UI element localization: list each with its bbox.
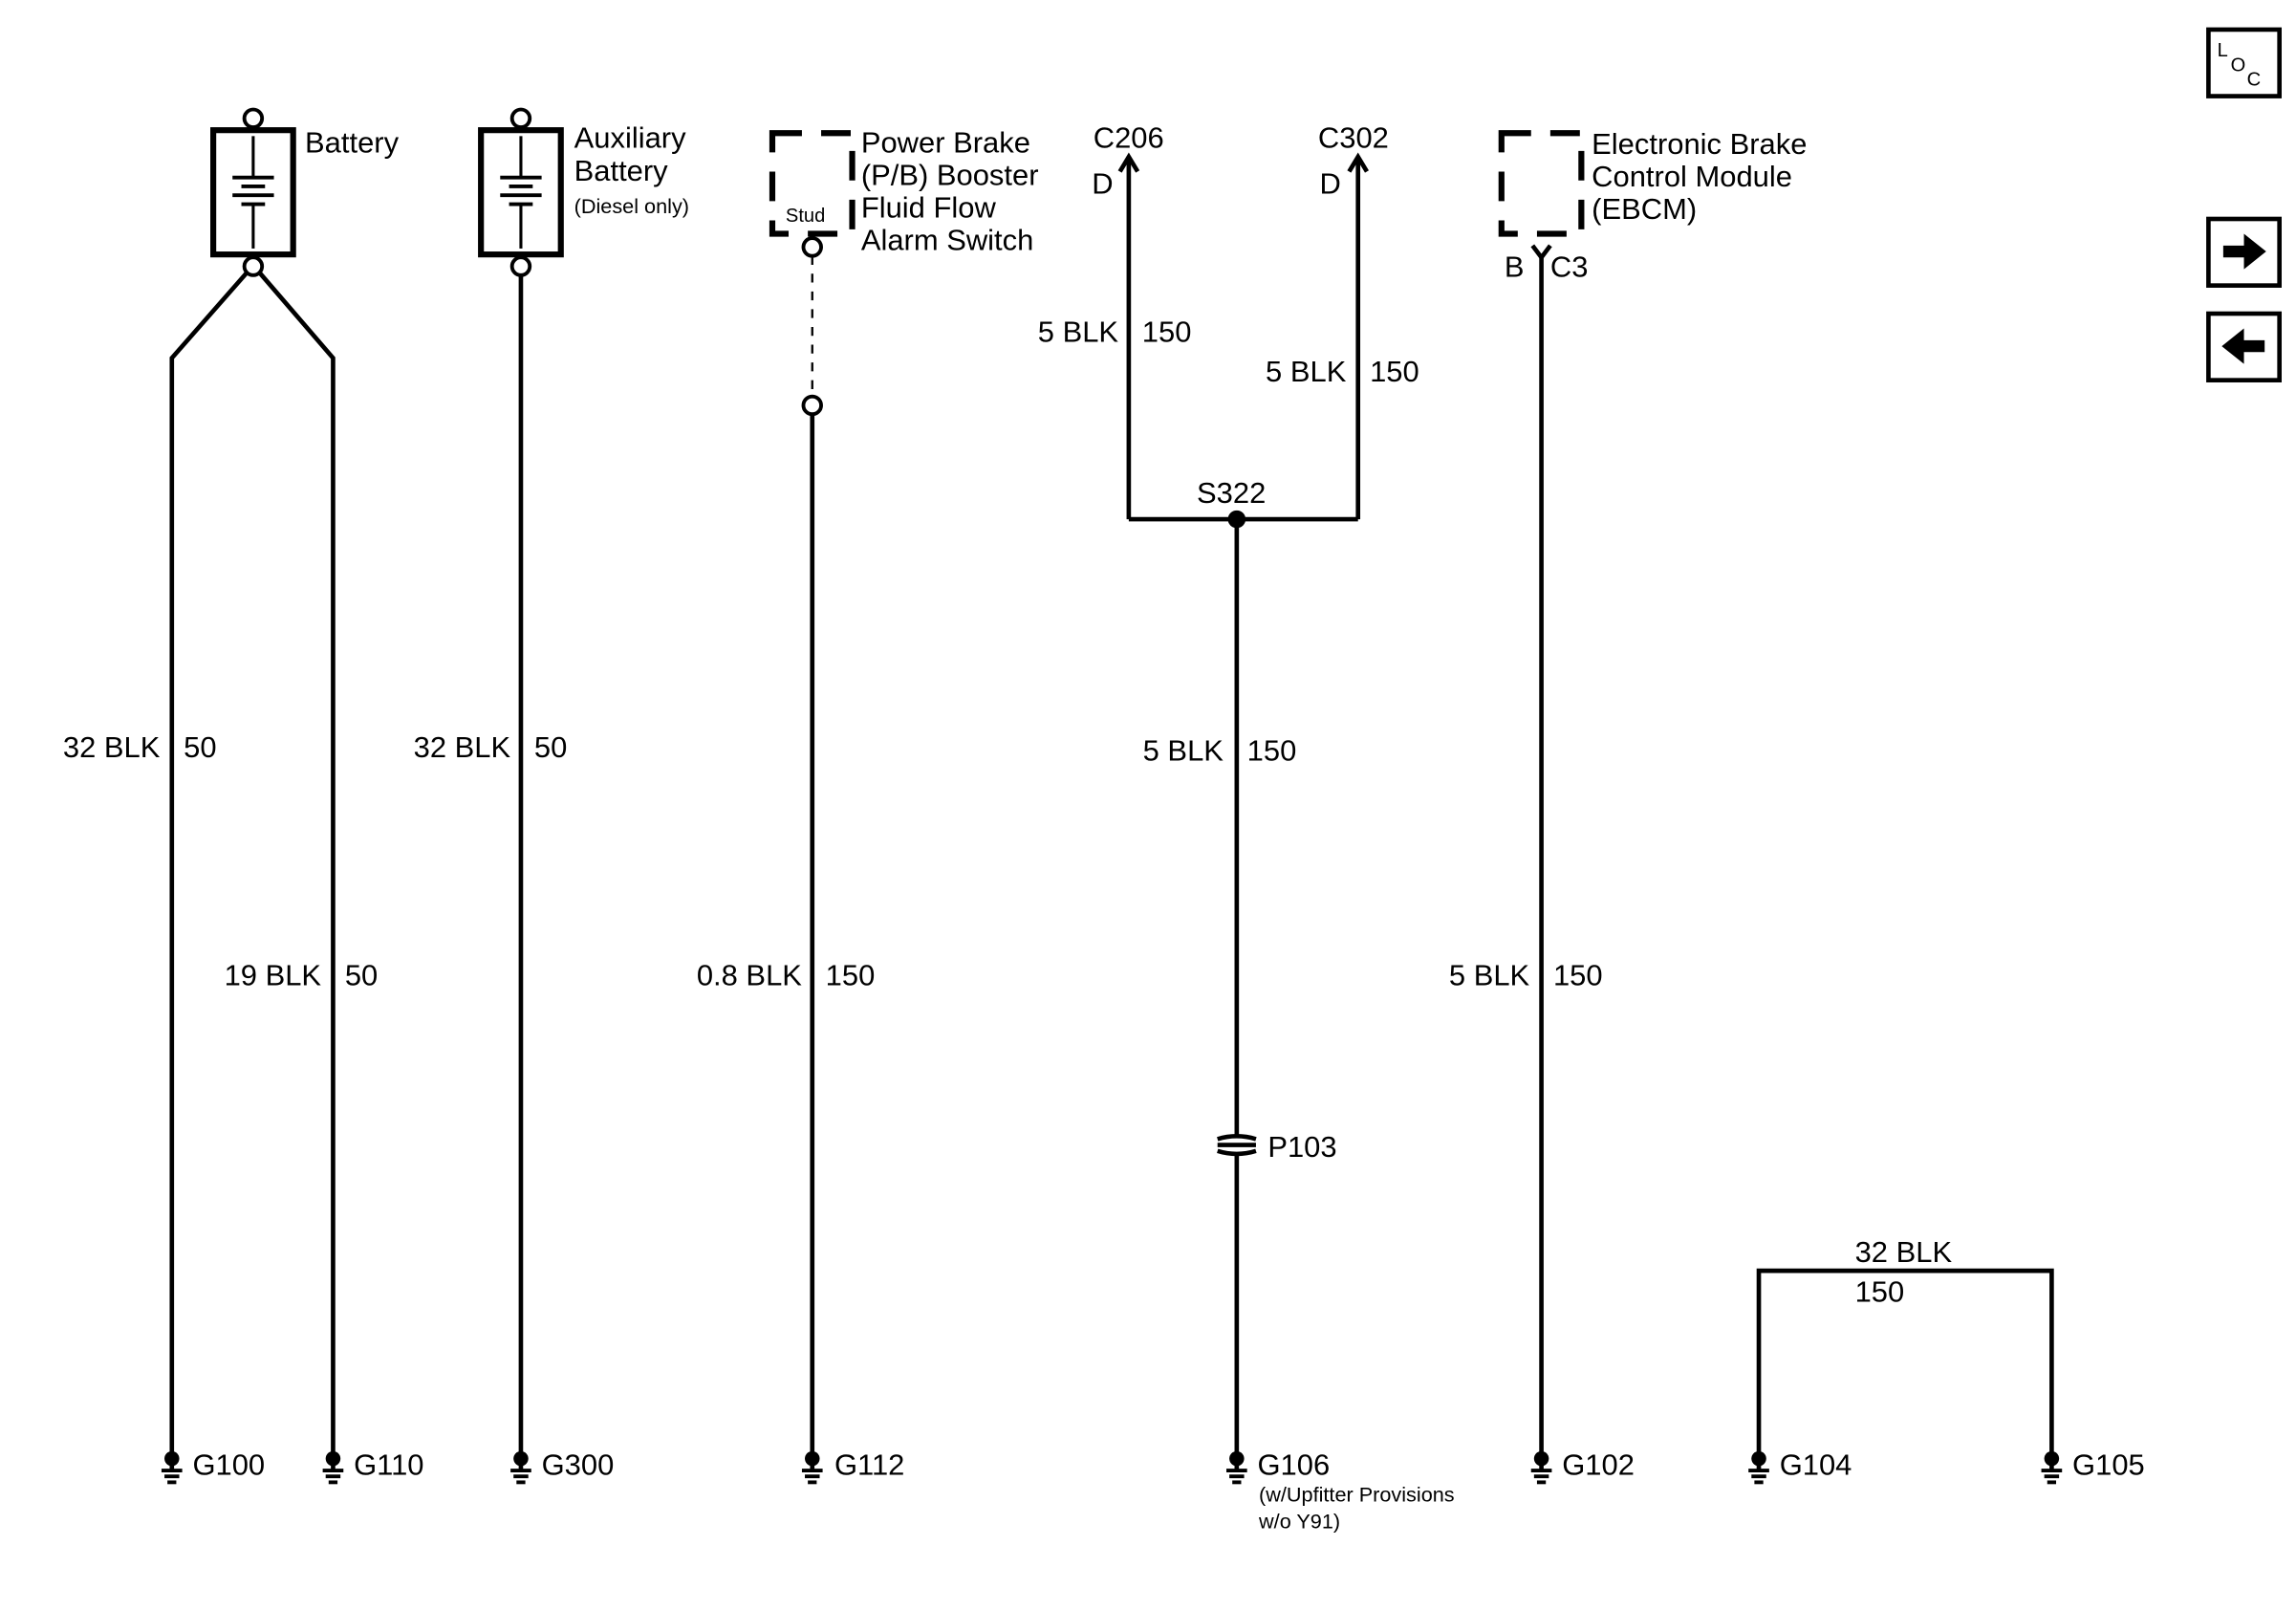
ground-label: G102: [1562, 1448, 1635, 1482]
wire-circuit: 50: [345, 958, 378, 991]
c302-connector: C302 D: [1318, 121, 1389, 520]
ground-g100: G100: [162, 1448, 265, 1483]
pb-switch-label-3: Fluid Flow: [861, 190, 997, 224]
wire-size-color: 19 BLK: [225, 958, 322, 991]
wire-size-color: 5 BLK: [1266, 355, 1347, 388]
wire-circuit: 150: [1370, 355, 1419, 388]
ebcm-label-3: (EBCM): [1592, 192, 1697, 226]
wire-size-color: 0.8 BLK: [697, 958, 802, 991]
ground-label: G112: [834, 1448, 904, 1482]
ground-icon: [1531, 1462, 1552, 1483]
pb-switch-label-1: Power Brake: [861, 125, 1030, 159]
aux-battery-label-1: Auxiliary: [574, 121, 686, 155]
auxiliary-battery: Auxiliary Battery (Diesel only): [478, 107, 689, 1453]
c206-connector: C206 D: [1092, 121, 1164, 520]
battery-cell-icon: [232, 136, 274, 249]
pb-switch-label-2: (P/B) Booster: [861, 158, 1039, 191]
loc-letter-l: L: [2218, 40, 2228, 61]
loc-letter-o: O: [2231, 54, 2246, 76]
previous-page-button[interactable]: [2206, 311, 2282, 382]
wire-circuit: 150: [1553, 958, 1603, 991]
ebcm-label-2: Control Module: [1592, 160, 1792, 193]
battery-cell-icon: [500, 136, 542, 249]
ground-icon: [323, 1462, 344, 1483]
wire-circuit: 150: [1855, 1275, 1905, 1309]
wire-size-color: 32 BLK: [1855, 1235, 1953, 1269]
s322-splice: S322: [1128, 476, 1358, 1453]
stud-label: Stud: [786, 206, 825, 227]
wire-size-color: 32 BLK: [414, 730, 511, 764]
ground-icon: [510, 1462, 531, 1483]
wire-circuit: 50: [184, 730, 216, 764]
aux-battery-label-2: Battery: [574, 154, 669, 187]
c302-label: C302: [1318, 121, 1389, 155]
wire-size-color: 5 BLK: [1449, 958, 1530, 991]
ground-icon: [802, 1462, 823, 1483]
ground-label: G105: [2072, 1448, 2145, 1482]
ground-g112: G112: [802, 1448, 904, 1483]
pb-booster-fluid-flow-alarm-switch: Stud Power Brake (P/B) Booster Fluid Flo…: [769, 125, 1039, 1453]
wire-size-color: 5 BLK: [1038, 315, 1119, 348]
wire-circuit: 150: [826, 958, 876, 991]
arrow-left-icon: [2221, 328, 2265, 364]
ground-g105: G105: [2042, 1448, 2145, 1483]
p103-pass-through: P103: [1214, 1130, 1337, 1164]
ground-label: G300: [542, 1448, 615, 1482]
s322-label: S322: [1197, 476, 1266, 510]
ground-g300: G300: [510, 1448, 614, 1483]
wire-labels: 32 BLK 50 19 BLK 50 32 BLK 50 0.8 BLK 15…: [63, 315, 1953, 1308]
ground-g102: G102: [1531, 1448, 1635, 1483]
ebcm: B C3 Electronic Brake Control Module (EB…: [1498, 127, 1807, 1453]
ground-icon: [1226, 1462, 1247, 1483]
next-page-button[interactable]: [2206, 216, 2282, 288]
g104-g105-bridge: [1756, 1268, 2054, 1453]
wire-circuit: 150: [1247, 733, 1297, 767]
wire-size-color: 5 BLK: [1143, 733, 1224, 767]
g106-note-2: w/o Y91): [1258, 1509, 1340, 1533]
pb-switch-label-4: Alarm Switch: [861, 223, 1034, 256]
ground-g104: G104: [1748, 1448, 1852, 1483]
ground-label: G110: [354, 1448, 423, 1482]
battery-wires: [169, 271, 336, 1453]
c206-pin: D: [1092, 167, 1113, 201]
arrow-right-icon: [2222, 233, 2266, 270]
ebcm-label-1: Electronic Brake: [1592, 127, 1807, 161]
battery: Battery: [210, 107, 400, 277]
ground-label: G104: [1780, 1448, 1852, 1482]
c206-label: C206: [1094, 121, 1164, 155]
arrow-up-icon: [1347, 152, 1369, 173]
wire-size-color: 32 BLK: [63, 730, 161, 764]
wire-circuit: 150: [1142, 315, 1192, 348]
ground-label: G100: [192, 1448, 265, 1482]
ground-icon: [1748, 1462, 1769, 1483]
ground-g106: G106 (w/Upfitter Provisions w/o Y91): [1226, 1448, 1455, 1533]
loc-letter-c: C: [2247, 70, 2262, 91]
battery-label: Battery: [305, 125, 400, 159]
ebcm-pin: B: [1505, 250, 1525, 283]
aux-battery-note: (Diesel only): [574, 194, 689, 218]
p103-label: P103: [1267, 1130, 1336, 1164]
arrow-up-icon: [1117, 152, 1140, 173]
wire-circuit: 50: [534, 730, 567, 764]
ground-g110: G110: [323, 1448, 423, 1483]
connector-pin-icon: [1530, 244, 1552, 262]
ground-icon: [2042, 1462, 2063, 1483]
location-view-button[interactable]: L O C: [2206, 27, 2282, 98]
ground-icon: [162, 1462, 183, 1483]
g106-note-1: (w/Upfitter Provisions: [1259, 1483, 1455, 1507]
ebcm-connector: C3: [1550, 250, 1589, 283]
ground-label: G106: [1257, 1448, 1330, 1482]
c302-pin: D: [1319, 167, 1340, 201]
